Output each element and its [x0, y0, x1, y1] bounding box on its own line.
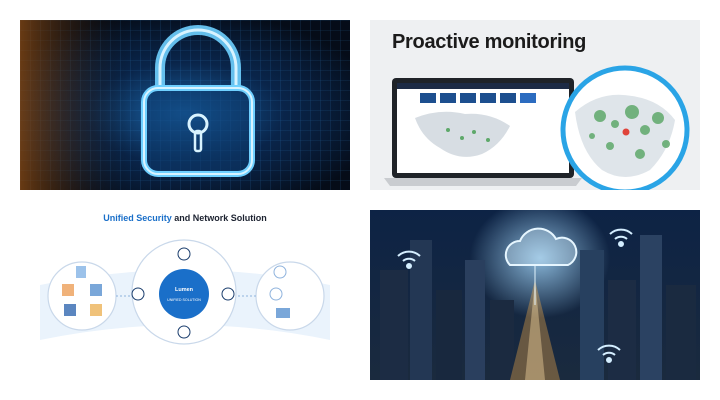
- world-map-icon: [560, 65, 690, 190]
- smart-city-image: [370, 210, 700, 380]
- hub-subtitle: UNIFIED SOLUTION: [167, 298, 201, 302]
- security-lock-image: [20, 20, 350, 190]
- laptop-icon: [384, 78, 582, 186]
- smart-city-illustration: [370, 210, 700, 380]
- cloud-icon: [504, 227, 578, 305]
- monitoring-image: Proactive monitoring: [370, 20, 700, 190]
- wifi-icon: [397, 228, 633, 363]
- padlock-icon: [141, 25, 255, 177]
- network-diagram-icon: Lumen UNIFIED SOLUTION: [40, 239, 330, 345]
- network-solution-diagram: Unified Security and Network Solution Lu…: [20, 210, 350, 380]
- monitoring-headline: Proactive monitoring: [392, 31, 587, 53]
- hub-title: Lumen: [175, 287, 194, 293]
- diagram-title: Unified Security and Network Solution: [103, 213, 267, 223]
- laptop-map-illustration: [384, 65, 690, 190]
- padlock-illustration: [20, 20, 350, 190]
